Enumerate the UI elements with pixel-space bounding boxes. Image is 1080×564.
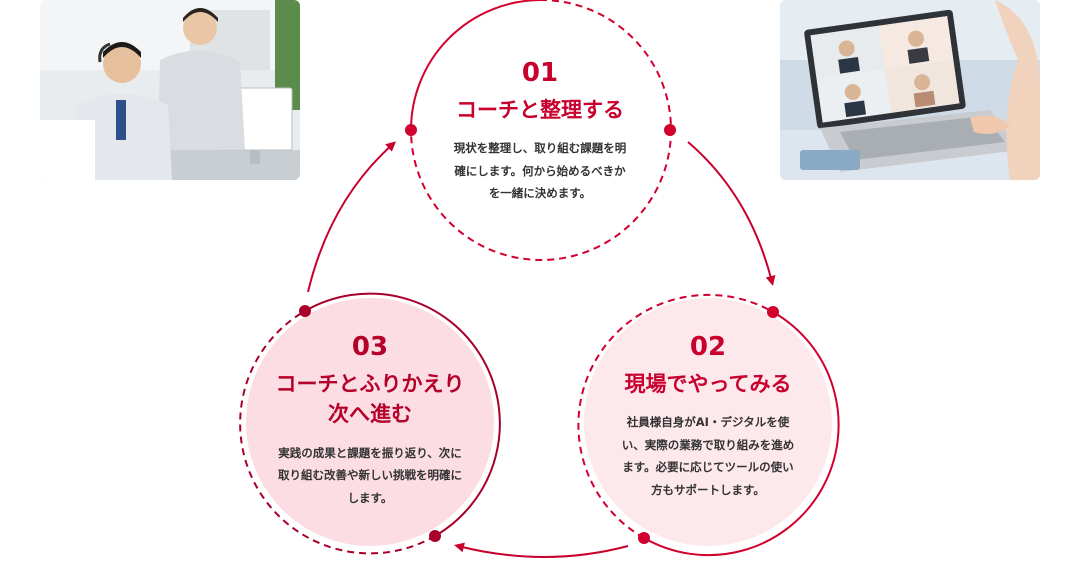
arrow-3-to-1 (308, 144, 393, 292)
step-3-description: 実践の成果と課題を振り返り、次に取り組む改善や新しい挑戦を明確にします。 (275, 442, 465, 509)
step-1-number: 01 (425, 60, 655, 86)
step-3-dot-top (299, 305, 311, 317)
step-3-dot-bottom (429, 530, 441, 542)
step-2-description: 社員様自身がAI・デジタルを使い、実際の業務で取り組みを進めます。必要に応じてツ… (618, 411, 798, 501)
support-staff-photo (40, 0, 300, 180)
step-2-title: 現場でやってみる (593, 369, 823, 399)
step-2: 02 現場でやってみる 社員様自身がAI・デジタルを使い、実際の業務で取り組みを… (593, 334, 823, 501)
step-1-description: 現状を整理し、取り組む課題を明確にします。何から始めるべきかを一緒に決めます。 (450, 137, 630, 204)
video-conference-photo (780, 0, 1040, 180)
step-3-number: 03 (255, 334, 485, 360)
step-3: 03 コーチとふりかえり 次へ進む 実践の成果と課題を振り返り、次に取り組む改善… (255, 334, 485, 509)
step-2-dot-bottom (638, 532, 650, 544)
step-3-title-line-1: コーチとふりかえり (255, 369, 485, 399)
step-1-dot-right (664, 124, 676, 136)
step-3-title: コーチとふりかえり 次へ進む (255, 369, 485, 430)
step-1: 01 コーチと整理する 現状を整理し、取り組む課題を明確にします。何から始めるべ… (425, 60, 655, 205)
step-1-title: コーチと整理する (425, 95, 655, 125)
step-2-number: 02 (593, 334, 823, 360)
step-1-dot-left (405, 124, 417, 136)
arrow-2-to-3 (458, 546, 628, 557)
arrow-1-to-2 (688, 142, 772, 282)
step-3-title-line-2: 次へ進む (255, 399, 485, 429)
step-2-dot-top (767, 306, 779, 318)
